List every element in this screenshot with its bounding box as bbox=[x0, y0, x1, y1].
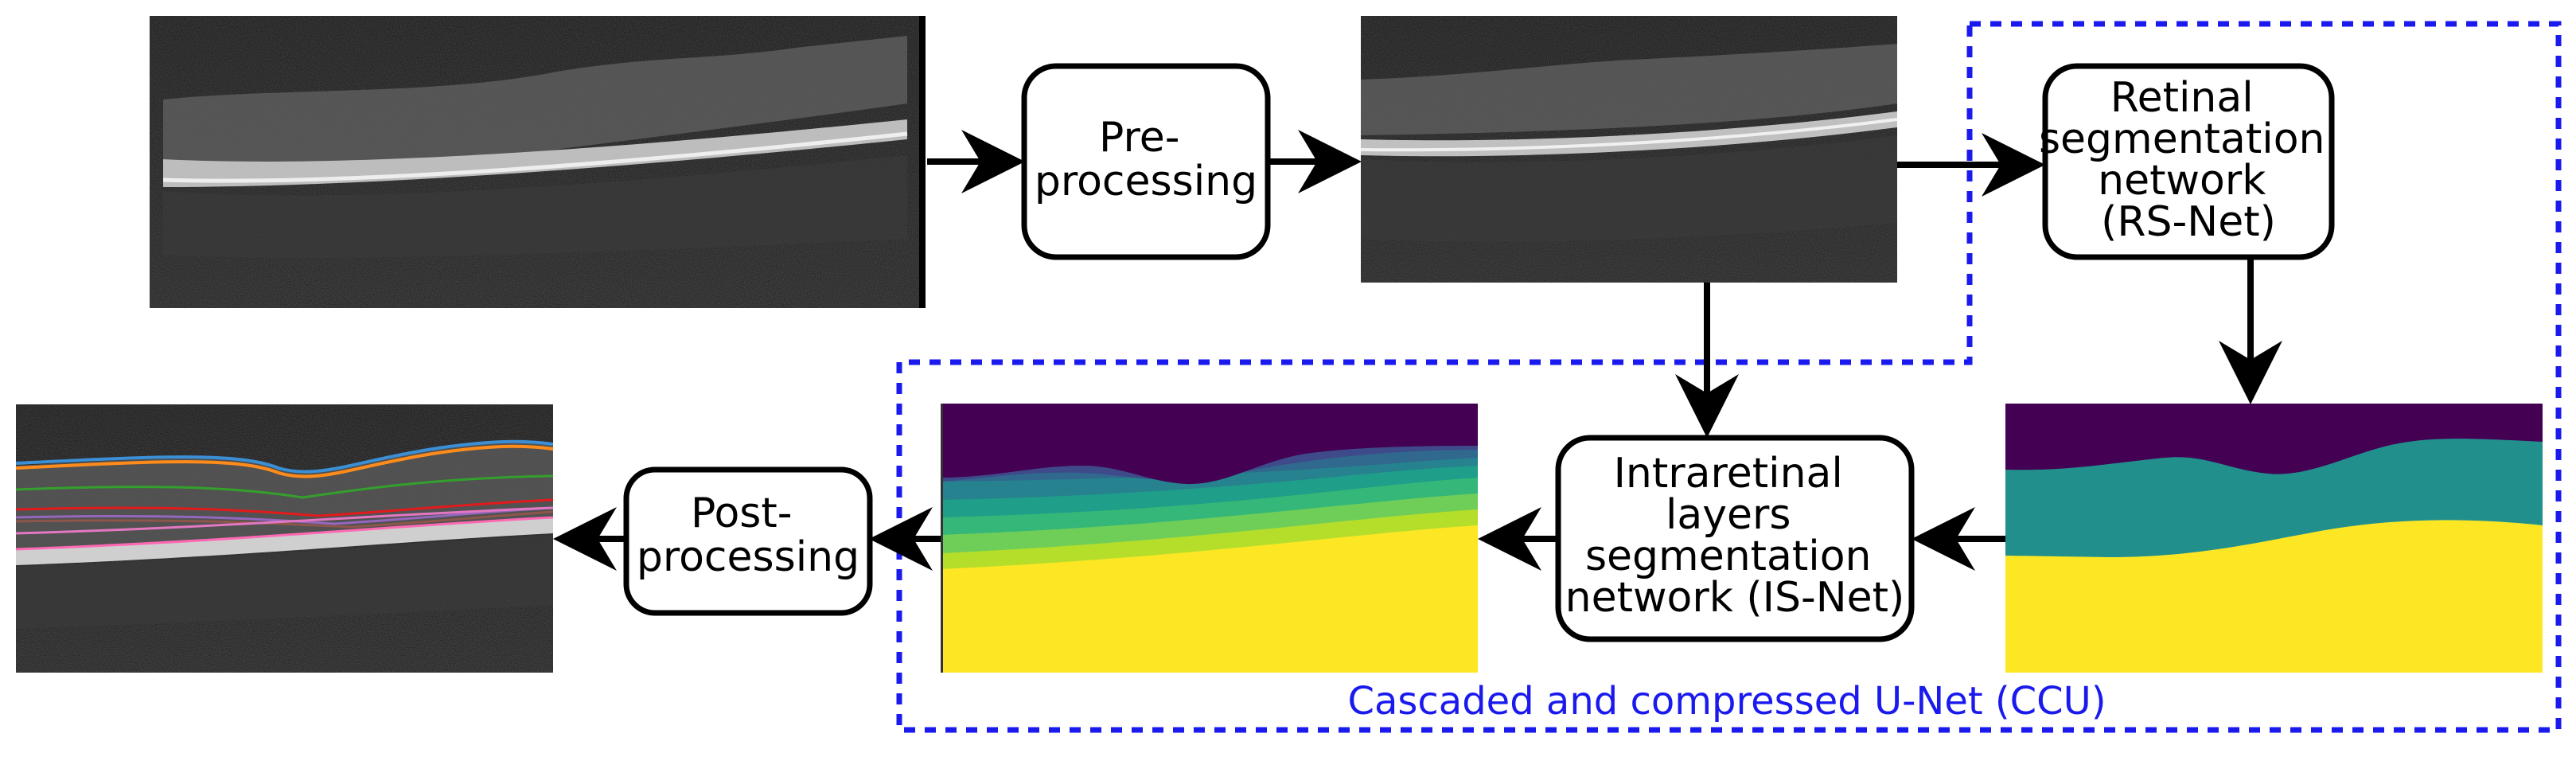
is-net-label-line-1: Intraretinal bbox=[1614, 450, 1843, 498]
is-net-box: Intraretinal layers segmentation network… bbox=[1555, 435, 1915, 642]
svg-text:Post- processing: Post- processing bbox=[637, 490, 859, 581]
preprocessed-oct-scan bbox=[1360, 16, 1898, 283]
preprocessing-box: Pre- processing bbox=[1021, 63, 1271, 260]
retina-segmentation-map bbox=[2005, 404, 2543, 673]
final-oct-with-boundaries bbox=[15, 404, 554, 673]
rs-net-label-line-3: network bbox=[2098, 157, 2266, 205]
input-oct-scan bbox=[150, 16, 926, 308]
is-net-label-line-4: network (IS-Net) bbox=[1565, 574, 1905, 622]
rs-net-label-line-4: (RS-Net) bbox=[2101, 198, 2276, 246]
svg-text:Pre- processing: Pre- processing bbox=[1035, 114, 1257, 205]
postprocessing-label-line-1: Post- bbox=[691, 490, 793, 537]
is-net-label-line-3: segmentation bbox=[1585, 533, 1872, 580]
svg-text:Intraretinal layers: Intraretinal layers segmentation network… bbox=[1565, 450, 1905, 622]
rs-net-label-line-1: Retinal bbox=[2110, 74, 2254, 122]
preprocessing-label-line-2: processing bbox=[1035, 158, 1257, 205]
ccu-label: Cascaded and compressed U-Net (CCU) bbox=[1347, 679, 2106, 724]
svg-text:Retinal segmentation: Retinal segmentation network (RS-Net) bbox=[2039, 74, 2338, 246]
ccu-region-border bbox=[896, 21, 2562, 733]
is-net-label-line-2: layers bbox=[1666, 491, 1791, 539]
postprocessing-box: Post- processing bbox=[623, 466, 873, 616]
postprocessing-label-line-2: processing bbox=[637, 533, 859, 581]
layer-segmentation-map bbox=[941, 404, 1478, 673]
rs-net-label-line-2: segmentation bbox=[2039, 115, 2325, 163]
preprocessing-label-line-1: Pre- bbox=[1099, 114, 1179, 162]
rs-net-box: Retinal segmentation network (RS-Net) bbox=[2039, 63, 2338, 260]
